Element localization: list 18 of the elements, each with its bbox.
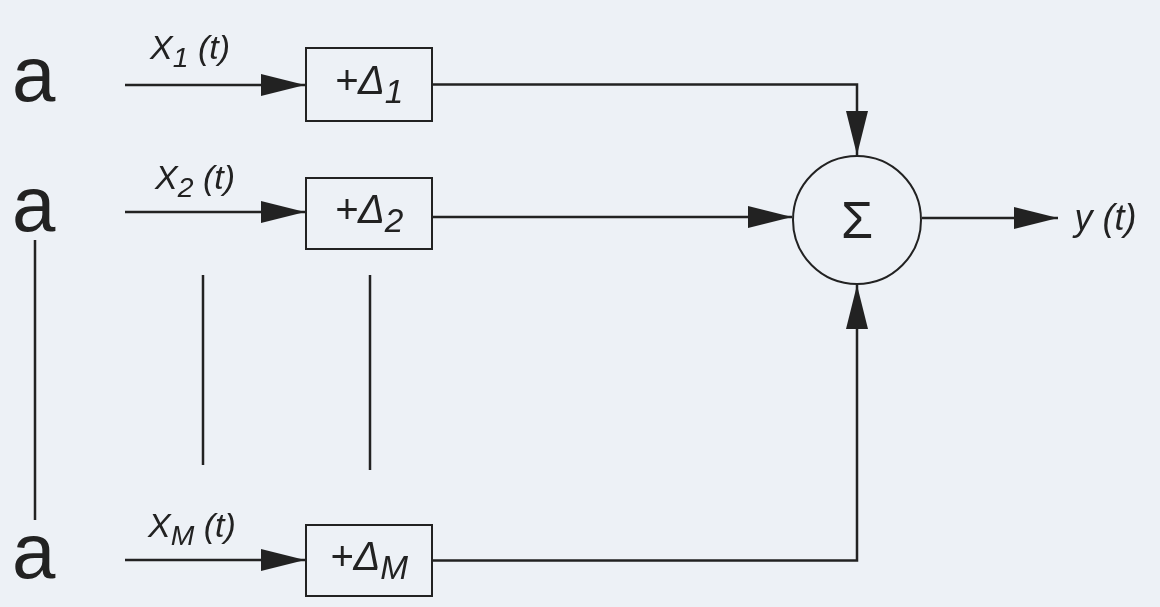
delay-box <box>305 177 433 250</box>
delay-box <box>305 47 433 122</box>
arrow <box>433 285 868 562</box>
sensor-label: a <box>12 165 56 243</box>
arrow <box>433 83 868 155</box>
arrow <box>125 201 305 223</box>
arrow <box>125 549 305 571</box>
output-label: y (t) <box>1074 197 1137 239</box>
delay-label: +Δ$_{1}$ <box>334 58 404 111</box>
delay-box <box>305 524 433 597</box>
sum-symbol: Σ <box>840 190 874 250</box>
arrow <box>433 206 792 228</box>
arrow <box>125 74 305 96</box>
arrow <box>922 207 1058 229</box>
delay-label: +Δ$_{2}$ <box>334 187 404 240</box>
sensor-label: a <box>12 35 56 113</box>
sensor-label: a <box>12 512 56 590</box>
delay-label: +Δ$_{M}$ <box>330 534 408 587</box>
